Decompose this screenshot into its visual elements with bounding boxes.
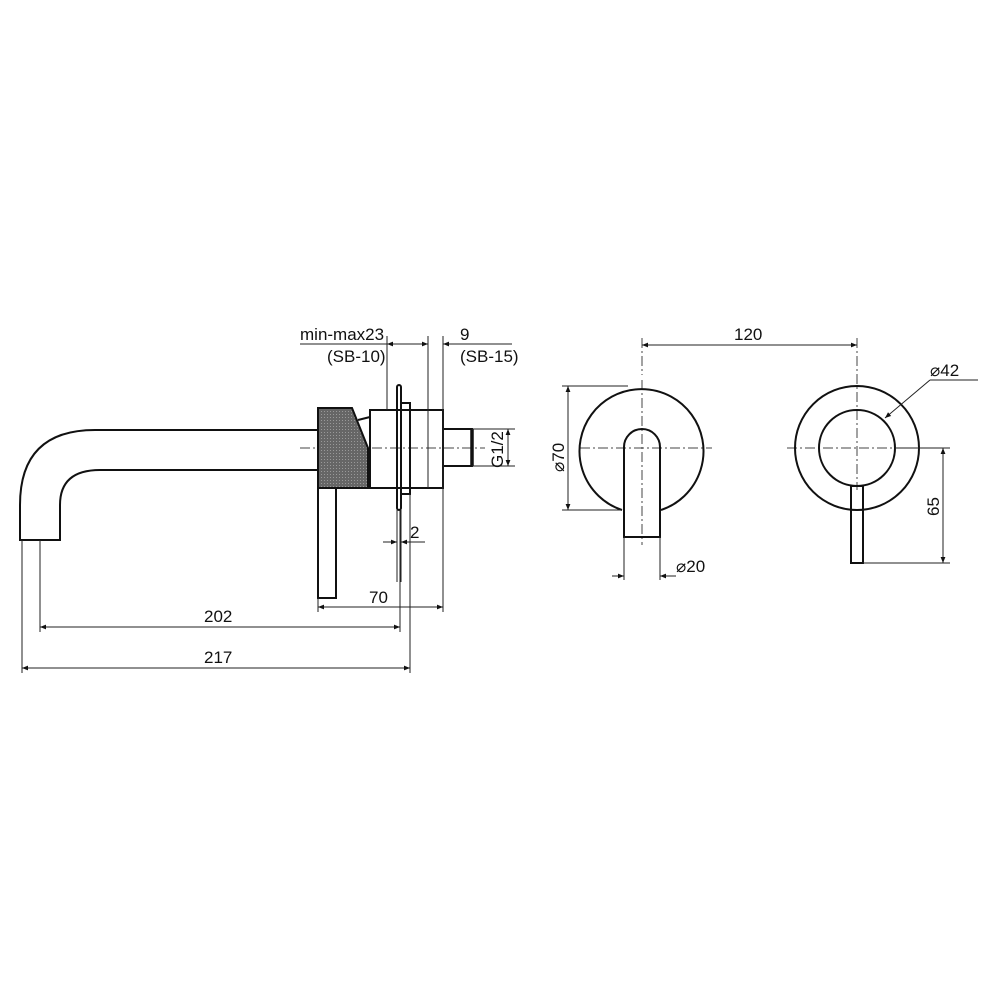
dim-spacing-120: 120 [734,325,762,344]
dim-2: 2 [410,523,419,542]
dim-9: 9 [460,325,469,344]
dim-thread: G1/2 [488,431,507,468]
dim-diameter-20: ⌀20 [676,557,705,576]
cylinder-body [369,409,444,489]
knurled-handle-body [317,407,369,489]
dim-diameter-70: ⌀70 [549,443,568,472]
wall-rosette [578,388,705,511]
spout [19,429,318,541]
front-view-mixer: 120 ⌀42 65 [642,325,978,564]
dim-65: 65 [924,497,943,516]
mixer-lever [850,485,864,564]
lever [317,488,337,599]
front-view-spout: ⌀70 ⌀20 [549,338,712,580]
dim-9-sub: (SB-15) [460,347,519,366]
dim-217: 217 [204,648,232,667]
dim-min-max-sub: (SB-10) [327,347,386,366]
spout-front [623,428,661,538]
side-view: min-max23 (SB-10) 9 (SB-15) G1/2 2 70 20… [19,325,519,673]
dim-diameter-42: ⌀42 [930,361,959,380]
wall-plate [396,384,402,511]
dim-202: 202 [204,607,232,626]
dim-min-max: min-max23 [300,325,384,344]
dim-70: 70 [369,588,388,607]
